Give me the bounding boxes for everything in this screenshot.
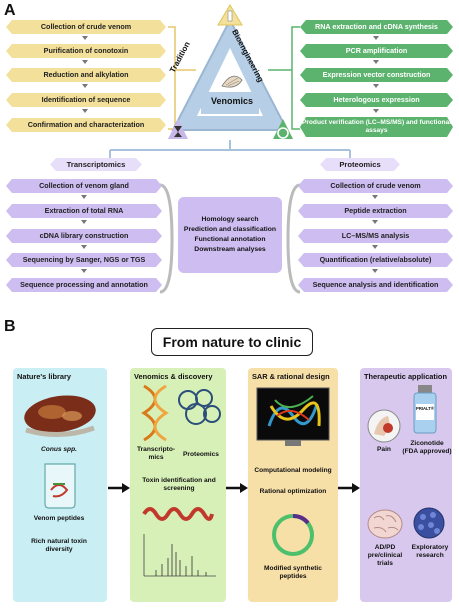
rational-optimization-label: Rational optimization	[259, 488, 327, 495]
venom-peptides-label: Venom peptides	[33, 515, 85, 522]
flow-arrow-2	[226, 483, 248, 493]
proteomics-label: Proteomics	[320, 158, 400, 171]
helix-icon	[142, 507, 214, 521]
bio-step-2: PCR amplification	[300, 44, 453, 58]
panel-a-letter: A	[4, 2, 16, 19]
ad-pd-label: AD/PD pre/clinical trials	[367, 544, 403, 567]
analysis-item-4: Downstream analyses	[194, 246, 266, 253]
transcriptomics-step-5: Sequence processing and annotation	[6, 278, 162, 292]
flask-icon	[217, 4, 243, 26]
transcriptomics-label: Transcriptomics	[50, 158, 142, 171]
cyclic-peptide-icon	[272, 513, 314, 556]
cell-sphere-icon	[413, 507, 445, 539]
panel-b-letter: B	[4, 318, 16, 335]
bio-step-5: Product verification (LC–MS/MS) and func…	[300, 117, 453, 137]
triangle-venomics-label: Venomics	[210, 96, 254, 106]
tradition-step-1: Collection of crude venom	[6, 20, 166, 34]
transcriptomics-step-2: Extraction of total RNA	[6, 204, 162, 218]
brain-icon	[367, 509, 403, 539]
pain-icon	[367, 409, 401, 443]
cycle-icon	[273, 119, 293, 139]
conus-label: Conus spp.	[41, 446, 77, 453]
column-4-title: Therapeutic application	[364, 372, 447, 381]
mass-spectrum-icon	[143, 534, 216, 577]
transcriptomics-step-3: cDNA library construction	[6, 229, 162, 243]
shell-icon	[221, 75, 243, 88]
transcriptomics-caption: Transcripto-mics	[136, 446, 176, 461]
proteomics-step-3: LC–MS/MS analysis	[298, 229, 453, 243]
transcriptomics-step-4: Sequencing by Sanger, NGS or TGS	[6, 253, 162, 267]
column-1-title: Nature's library	[17, 372, 71, 381]
hourglass-icon	[168, 119, 188, 139]
computational-modeling-label: Computational modeling	[254, 467, 332, 474]
modified-peptides-label: Modified synthetic peptides	[264, 565, 322, 580]
tradition-step-4: Identification of sequence	[6, 93, 166, 107]
panel-b-title: From nature to clinic	[151, 328, 313, 356]
dna-icon	[141, 384, 169, 442]
vial-label: PRIALT®	[416, 406, 434, 411]
proteomics-step-1: Collection of crude venom	[298, 179, 453, 193]
bio-step-4: Heterologous expression	[300, 93, 453, 107]
tradition-step-5: Confirmation and characterization	[6, 118, 166, 132]
toxin-diversity-label: Rich natural toxin diversity	[31, 538, 87, 553]
analysis-item-3: Functional annotation	[194, 236, 266, 243]
vial-icon	[413, 385, 437, 434]
analysis-item-2: Prediction and classification	[183, 226, 277, 233]
tradition-step-3: Reduction and alkylation	[6, 68, 166, 82]
panel-a-connectors	[109, 26, 351, 294]
molecular-model-icon	[256, 387, 330, 446]
pain-label: Pain	[377, 446, 391, 453]
ziconotide-label: Ziconotide (FDA approved)	[402, 440, 452, 455]
analysis-box: Homology search Prediction and classific…	[178, 197, 282, 273]
flow-arrow-1	[108, 483, 130, 493]
cone-snail-icon	[24, 395, 96, 438]
column-3-title: SAR & rational design	[252, 372, 330, 381]
proteomics-step-5: Sequence analysis and identification	[298, 278, 453, 292]
proteomics-caption: Proteomics	[183, 451, 219, 458]
tradition-step-2: Purification of conotoxin	[6, 44, 166, 58]
column-therapeutic-application	[360, 368, 452, 602]
proteomics-step-4: Quantification (relative/absolute)	[298, 253, 453, 267]
exploratory-research-label: Exploratory research	[411, 544, 449, 559]
analysis-item-1: Homology search	[201, 216, 259, 223]
bio-step-1: RNA extraction and cDNA synthesis	[300, 20, 453, 34]
beaker-icon	[44, 463, 76, 509]
flow-arrow-3	[338, 483, 360, 493]
column-2-title: Venomics & discovery	[134, 372, 213, 381]
transcriptomics-step-1: Collection of venom gland	[6, 179, 162, 193]
protein-cluster-icon	[178, 389, 221, 425]
bio-step-3: Expression vector construction	[300, 68, 453, 82]
proteomics-step-2: Peptide extraction	[298, 204, 453, 218]
toxin-screening-label: Toxin identification and screening	[142, 477, 216, 492]
